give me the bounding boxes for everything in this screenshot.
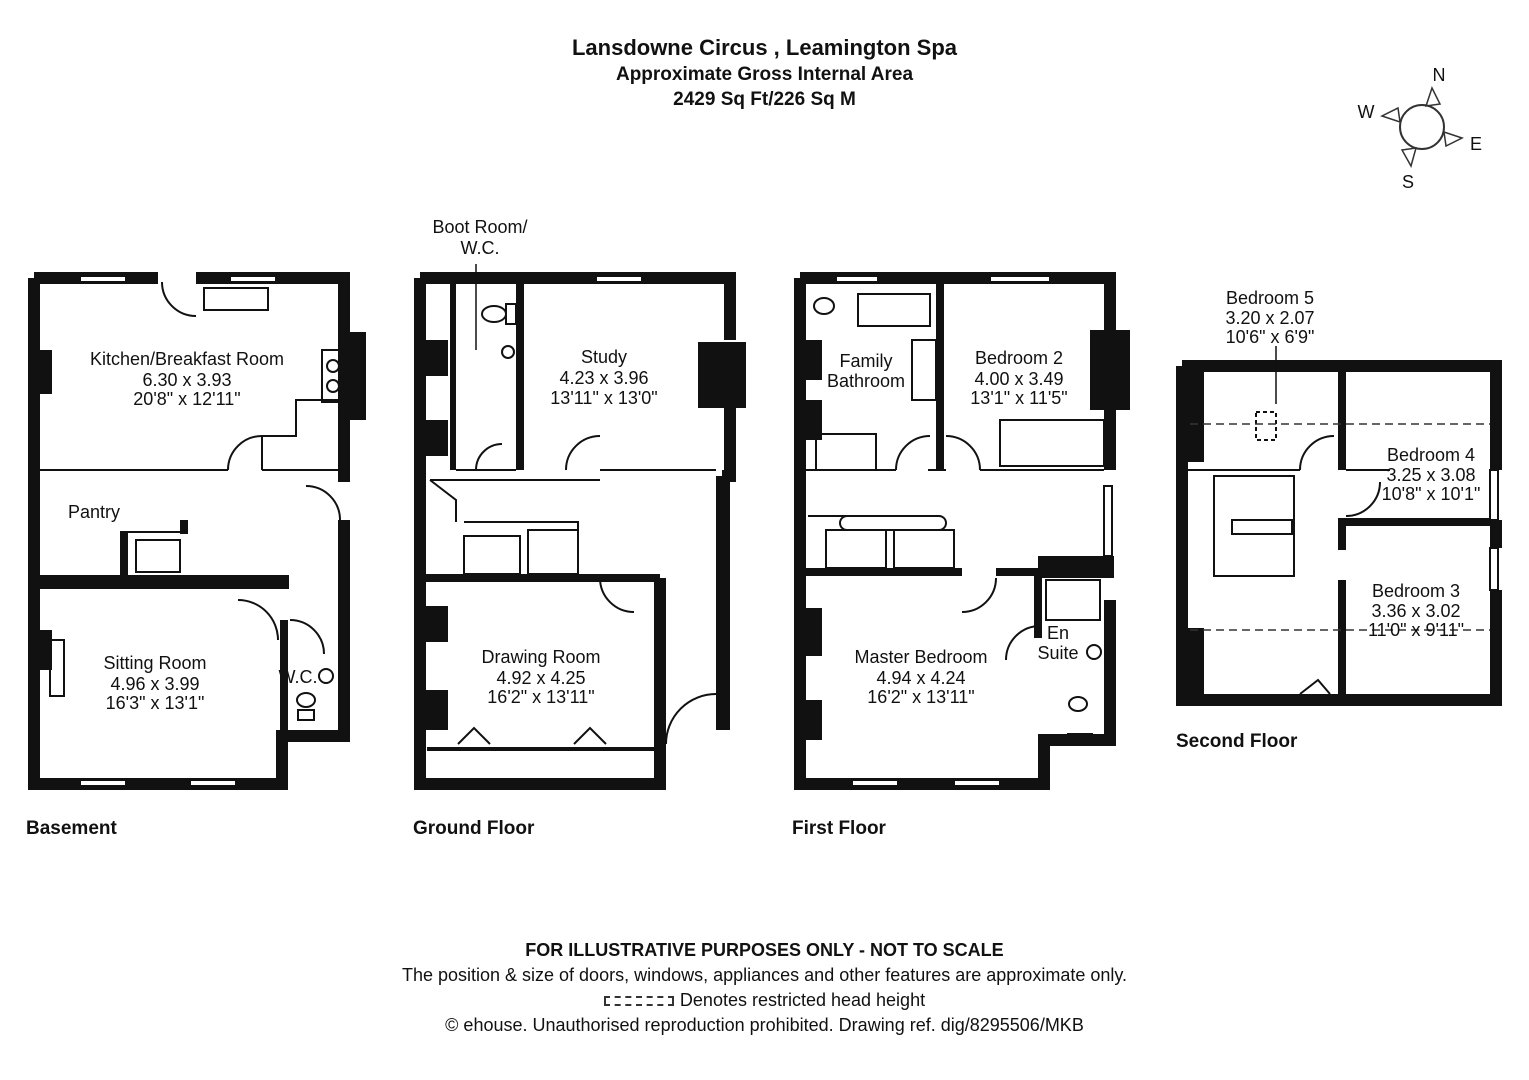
family-bathroom-line1: Family: [840, 351, 893, 371]
boot-room-name-line2: W.C.: [461, 238, 500, 258]
legend-text: Denotes restricted head height: [679, 990, 926, 1010]
sitting-name: Sitting Room: [103, 653, 206, 673]
ensuite-line2: Suite: [1037, 643, 1078, 663]
copyright: © ehouse. Unauthorised reproduction proh…: [445, 1015, 1084, 1035]
disclaimer: FOR ILLUSTRATIVE PURPOSES ONLY - NOT TO …: [525, 940, 1004, 960]
bedroom3-name: Bedroom 3: [1372, 581, 1460, 601]
first-floor-plan: Family Bathroom Bedroom 2 4.00 x 3.49 13…: [792, 272, 1130, 839]
bedroom2-imperial: 13'1" x 11'5": [970, 388, 1067, 408]
pantry-name: Pantry: [68, 502, 120, 522]
floorplan-header: Lansdowne Circus , Leamington Spa Approx…: [0, 34, 1529, 112]
boot-room-name-line1: Boot Room/: [432, 217, 527, 237]
drawing-room-metric: 4.92 x 4.25: [496, 668, 585, 688]
family-bathroom-line2: Bathroom: [827, 371, 905, 391]
master-bedroom-name: Master Bedroom: [854, 647, 987, 667]
master-bedroom-metric: 4.94 x 4.24: [876, 668, 965, 688]
bedroom4-metric: 3.25 x 3.08: [1386, 465, 1475, 485]
sitting-metric: 4.96 x 3.99: [110, 674, 199, 694]
area-value: 2429 Sq Ft/226 Sq M: [673, 89, 856, 110]
bedroom3-metric: 3.36 x 3.02: [1371, 601, 1460, 621]
bedroom5-name: Bedroom 5: [1226, 288, 1314, 308]
area-subtitle: Approximate Gross Internal Area: [615, 64, 914, 85]
ground-floor-plan: Boot Room/ W.C. Study 4.23 x 3.96 13'11"…: [413, 217, 746, 839]
legend: Denotes restricted head height: [0, 988, 1529, 1013]
compass-e: E: [1470, 134, 1482, 154]
second-floor-label: Second Floor: [1176, 731, 1298, 752]
ground-floor-label: Ground Floor: [413, 818, 535, 839]
basement-label: Basement: [26, 818, 117, 839]
bedroom5-imperial: 10'6" x 6'9": [1226, 327, 1315, 347]
bedroom2-name: Bedroom 2: [975, 348, 1063, 368]
compass-s: S: [1402, 172, 1414, 192]
floorplan-drawing: N E S W: [26, 65, 1502, 839]
ensuite-line1: En: [1047, 623, 1069, 643]
approximation-note: The position & size of doors, windows, a…: [401, 965, 1128, 985]
master-bedroom-imperial: 16'2" x 13'11": [867, 687, 974, 707]
first-floor-label: First Floor: [792, 818, 887, 839]
second-floor-plan: Bedroom 5 3.20 x 2.07 10'6" x 6'9" Bedro…: [1176, 288, 1502, 752]
kitchen-name: Kitchen/Breakfast Room: [90, 349, 284, 369]
study-imperial: 13'11" x 13'0": [550, 388, 657, 408]
sitting-imperial: 16'3" x 13'1": [106, 693, 205, 713]
kitchen-metric: 6.30 x 3.93: [142, 370, 231, 390]
study-name: Study: [581, 347, 627, 367]
study-metric: 4.23 x 3.96: [559, 368, 648, 388]
basement-wc-name: W.C.: [279, 667, 318, 687]
bedroom2-metric: 4.00 x 3.49: [974, 369, 1063, 389]
property-title: Lansdowne Circus , Leamington Spa: [571, 35, 958, 60]
compass-w: W: [1358, 102, 1375, 122]
basement-plan: Kitchen/Breakfast Room 6.30 x 3.93 20'8"…: [26, 272, 366, 839]
bedroom3-imperial: 11'0" x 9'11": [1368, 620, 1464, 640]
restricted-height-swatch: [603, 996, 674, 1007]
floorplan-footer: FOR ILLUSTRATIVE PURPOSES ONLY - NOT TO …: [0, 938, 1529, 1038]
compass-n: N: [1433, 65, 1446, 85]
bedroom5-metric: 3.20 x 2.07: [1225, 308, 1314, 328]
bedroom4-imperial: 10'8" x 10'1": [1382, 484, 1481, 504]
kitchen-imperial: 20'8" x 12'11": [133, 389, 240, 409]
compass-icon: N E S W: [1358, 65, 1483, 192]
bedroom4-name: Bedroom 4: [1387, 445, 1475, 465]
drawing-room-name: Drawing Room: [481, 647, 600, 667]
drawing-room-imperial: 16'2" x 13'11": [487, 687, 594, 707]
